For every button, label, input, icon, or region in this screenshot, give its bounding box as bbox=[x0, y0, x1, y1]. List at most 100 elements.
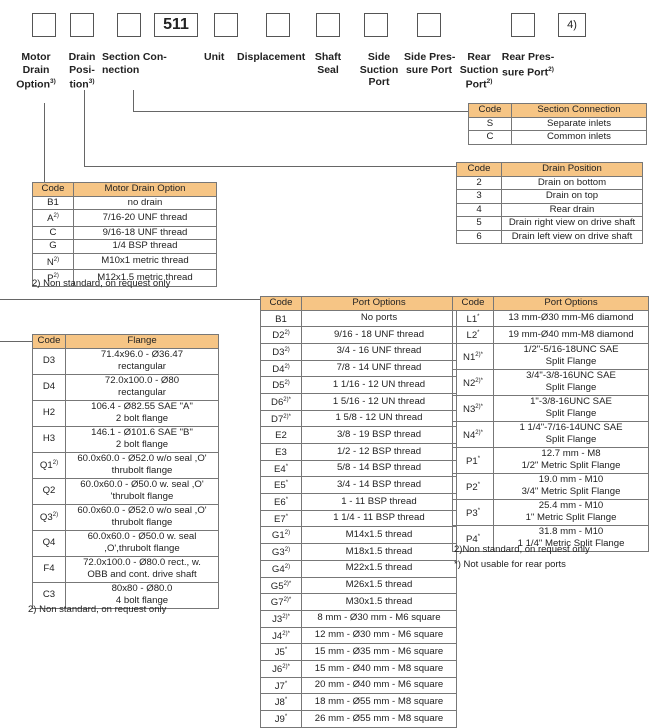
table-row: E4*5/8 - 14 BSP thread bbox=[260, 459, 457, 478]
code-box-displacement bbox=[214, 13, 238, 37]
code-cell: G12) bbox=[260, 526, 302, 545]
code-cell: D72)* bbox=[260, 409, 302, 428]
code-cell: G52)* bbox=[260, 576, 302, 595]
code-cell: J9* bbox=[260, 710, 302, 728]
table-row: A2)7/16-20 UNF thread bbox=[32, 209, 217, 227]
code-cell: D22) bbox=[260, 326, 302, 344]
code-cell: E3 bbox=[260, 443, 302, 461]
value-cell: 1 5/16 - 12 UN thread bbox=[301, 392, 457, 411]
port-options-note-1: 2)Non standard, on request only bbox=[454, 544, 590, 555]
connector-line bbox=[0, 299, 262, 300]
connector-line bbox=[84, 166, 456, 167]
code-cell: G42) bbox=[260, 559, 302, 578]
code-cell: D62)* bbox=[260, 392, 302, 411]
code-cell: E4* bbox=[260, 459, 302, 478]
connector-line bbox=[84, 90, 85, 166]
table-row: J8*18 mm - Ø55 mm - M8 square bbox=[260, 693, 457, 711]
value-cell: 18 mm - Ø55 mm - M8 square bbox=[301, 693, 457, 711]
code-cell: N32)* bbox=[452, 394, 494, 422]
table-row: J9*26 mm - Ø55 mm - M8 square bbox=[260, 710, 457, 728]
table-row: J5*15 mm - Ø35 mm - M6 square bbox=[260, 643, 457, 661]
code-cell: E5* bbox=[260, 476, 302, 495]
code-box-side-suction bbox=[316, 13, 340, 37]
code-box-side-pressure bbox=[364, 13, 388, 37]
value-cell: 3/4 - 16 UNF thread bbox=[301, 342, 457, 361]
table-row: E7*1 1/4 - 11 BSP thread bbox=[260, 509, 457, 528]
connector-line bbox=[0, 341, 32, 342]
table-row: L2*19 mm-Ø40 mm-M8 diamond bbox=[452, 326, 649, 344]
value-cell: 1 1/16 - 12 UN thread bbox=[301, 376, 457, 394]
code-box-drain-position bbox=[70, 13, 94, 37]
flange-note: 2) Non standard, on request only bbox=[28, 604, 167, 615]
code-cell: J8* bbox=[260, 693, 302, 711]
code-cell: G72)* bbox=[260, 593, 302, 611]
connector-line bbox=[44, 103, 45, 183]
code-cell: N22)* bbox=[452, 368, 494, 396]
connector-line bbox=[133, 111, 468, 112]
value-cell: M22x1.5 thread bbox=[301, 559, 457, 578]
table-row: E5*3/4 - 14 BSP thread bbox=[260, 476, 457, 495]
value-cell: 7/8 - 14 UNF thread bbox=[301, 359, 457, 378]
value-cell: M26x1.5 thread bbox=[301, 576, 457, 595]
code-cell: D42) bbox=[260, 359, 302, 378]
code-box-rear-suction bbox=[417, 13, 441, 37]
table-row: D72)*1 5/8 - 12 UN thread bbox=[260, 409, 457, 428]
code-cell: P3* bbox=[452, 498, 494, 526]
table-row: J62)*15 mm - Ø40 mm - M8 square bbox=[260, 659, 457, 678]
value-cell: 9/16 - 18 UNF thread bbox=[301, 326, 457, 344]
value-cell: 5/8 - 14 BSP thread bbox=[301, 459, 457, 478]
connector-line bbox=[133, 90, 134, 112]
table-row: G32)M18x1.5 thread bbox=[260, 543, 457, 561]
table-row: G12)M14x1.5 thread bbox=[260, 526, 457, 545]
code-cell: E2 bbox=[260, 426, 302, 444]
code-cell: E6* bbox=[260, 493, 302, 511]
table-row: D32)3/4 - 16 UNF thread bbox=[260, 342, 457, 361]
table-row: D62)*1 5/16 - 12 UN thread bbox=[260, 392, 457, 411]
code-cell: J62)* bbox=[260, 659, 302, 678]
motor-drain-note: 2) Non standard, on request only bbox=[32, 278, 171, 289]
code-cell: N42)* bbox=[452, 420, 494, 448]
code-box-motor-drain bbox=[32, 13, 56, 37]
port-options-note-2: *) Not usable for rear ports bbox=[454, 559, 566, 570]
value-cell: 15 mm - Ø35 mm - M6 square bbox=[301, 643, 457, 661]
code-cell: N12)* bbox=[452, 342, 494, 370]
value-cell: 1 1/4 - 11 BSP thread bbox=[301, 509, 457, 528]
table-row: G52)*M26x1.5 thread bbox=[260, 576, 457, 595]
value-cell: 3/4 - 14 BSP thread bbox=[301, 476, 457, 495]
table-row: G72)*M30x1.5 thread bbox=[260, 593, 457, 611]
table-row: L1*13 mm-Ø30 mm-M6 diamond bbox=[452, 309, 649, 328]
table-row: D42)7/8 - 14 UNF thread bbox=[260, 359, 457, 378]
label-unit: Unit bbox=[204, 51, 225, 63]
code-box-note: 4) bbox=[558, 13, 586, 37]
